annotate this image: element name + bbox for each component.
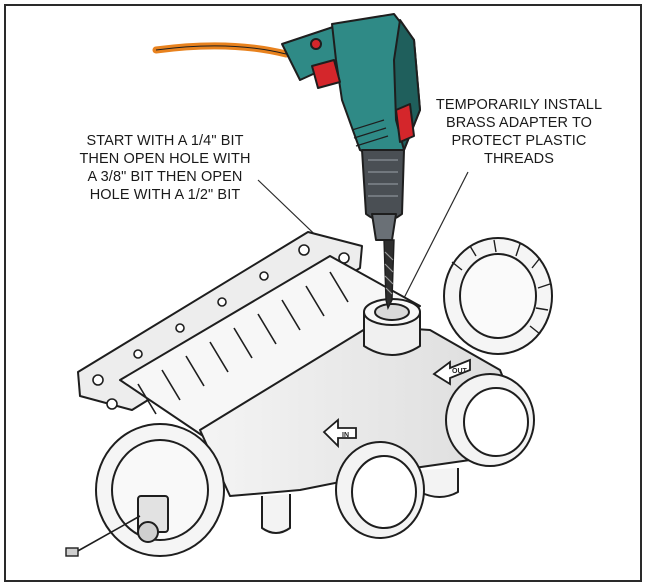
center-inlet-pipe [335, 441, 425, 539]
adapter-port-opening [374, 303, 410, 321]
drill-bit-shank [383, 239, 395, 311]
drill-bit-flutes [384, 251, 394, 295]
power-drill [152, 13, 421, 241]
drill-trigger [311, 59, 341, 89]
end-cap-face [111, 439, 209, 541]
in-arrow-label: IN [342, 432, 349, 439]
port-nut-face [459, 253, 537, 339]
drill-chuck-grip [368, 159, 398, 197]
flow-arrow-in [322, 418, 357, 449]
leader-line-brass-adapter [401, 171, 469, 303]
drill-cord-outline [155, 45, 287, 55]
drill-chuck [361, 149, 405, 222]
support-leg [261, 494, 291, 534]
in-arrow-icon [322, 418, 357, 449]
ribbed-housing [119, 255, 421, 439]
callout-brass-adapter: TEMPORARILY INSTALL BRASS ADAPTER TO PRO… [435, 97, 603, 167]
out-arrow-label: OUT [452, 368, 468, 375]
inlet-pipe-bore [351, 455, 417, 529]
drill-chuck-nose [371, 213, 397, 241]
support-leg [419, 468, 459, 498]
left-end-cap [65, 423, 225, 557]
port-nut-grips [451, 239, 551, 335]
drill-side-switch [395, 103, 415, 143]
sensor-plug [65, 547, 79, 557]
drill-bit [383, 239, 395, 311]
sensor-cable [75, 515, 141, 553]
sensor-connector [137, 521, 159, 543]
callout-drill-bits: START WITH A 1/4" BIT THEN OPEN HOLE WIT… [79, 133, 251, 203]
out-arrow-icon [432, 358, 471, 386]
housing-ribs [137, 271, 349, 415]
flange-bolt-holes [92, 244, 350, 410]
flow-arrow-out [432, 358, 471, 386]
outlet-pipe-bore [463, 387, 529, 457]
drill-vents [351, 119, 389, 147]
upper-right-port [443, 237, 553, 355]
right-outlet-pipe [445, 373, 535, 467]
drill-lock-button [310, 38, 322, 50]
